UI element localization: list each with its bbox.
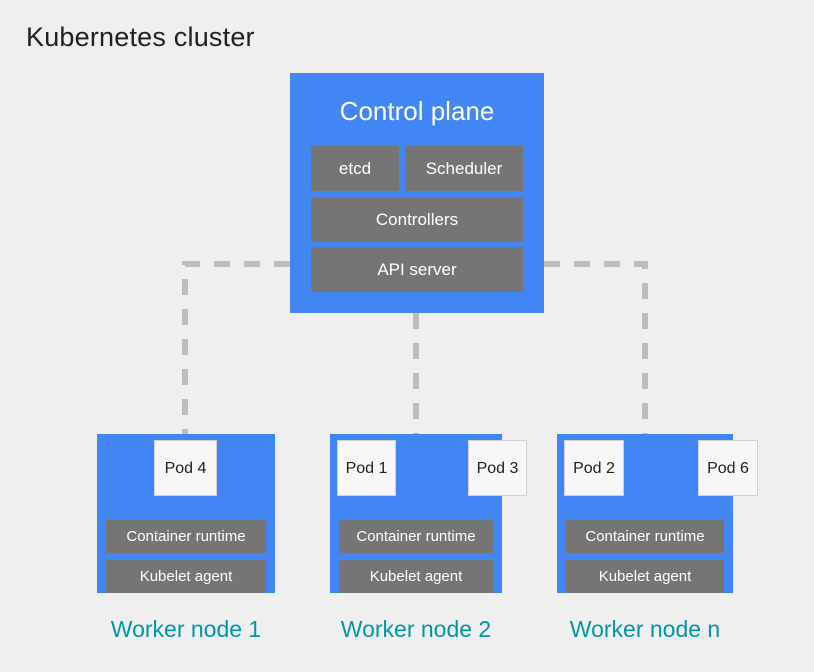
pod-box[interactable]: Pod 1 [337, 440, 396, 496]
control-plane-component-scheduler[interactable]: Scheduler [405, 146, 523, 191]
control-plane-component-etcd[interactable]: etcd [311, 146, 399, 191]
page-title: Kubernetes cluster [26, 22, 255, 52]
worker-node-1-label: Worker node 1 [110, 616, 262, 642]
control-plane-title: Control plane [339, 96, 495, 126]
control-plane-row-api-server: API server [311, 247, 523, 292]
control-plane-box[interactable]: Control plane etcd Scheduler Controllers… [290, 73, 544, 313]
worker-node-n-container-runtime[interactable]: Container runtime [566, 520, 724, 553]
worker-node-2-kubelet-agent[interactable]: Kubelet agent [339, 560, 493, 593]
pod-box[interactable]: Pod 4 [154, 440, 217, 496]
connector-api-to-node-1 [182, 261, 290, 434]
worker-node-1-box[interactable]: Pod 4 Container runtime Kubelet agent [97, 434, 275, 593]
worker-node-2-container-runtime[interactable]: Container runtime [339, 520, 493, 553]
control-plane-component-api-server[interactable]: API server [311, 247, 523, 292]
control-plane-component-controllers[interactable]: Controllers [311, 197, 523, 242]
worker-node-n-kubelet-agent[interactable]: Kubelet agent [566, 560, 724, 593]
worker-node-2-label: Worker node 2 [340, 616, 492, 642]
worker-node-2-pods: Pod 1 Pod 3 [337, 440, 527, 496]
worker-node-2-box[interactable]: Pod 1 Pod 3 Container runtime Kubelet ag… [330, 434, 527, 593]
connector-api-to-node-n [544, 261, 648, 434]
pod-box[interactable]: Pod 3 [468, 440, 527, 496]
worker-node-1-pods: Pod 4 [154, 440, 217, 496]
control-plane-row-controllers: Controllers [311, 197, 523, 242]
worker-node-1-kubelet-agent[interactable]: Kubelet agent [106, 560, 266, 593]
worker-node-n-label: Worker node n [569, 616, 721, 642]
worker-node-1-container-runtime[interactable]: Container runtime [106, 520, 266, 553]
worker-node-n-pods: Pod 2 Pod 6 [564, 440, 758, 496]
control-plane-row-top: etcd Scheduler [311, 146, 523, 191]
worker-node-n-box[interactable]: Pod 2 Pod 6 Container runtime Kubelet ag… [557, 434, 758, 593]
pod-box[interactable]: Pod 2 [564, 440, 624, 496]
pod-box[interactable]: Pod 6 [698, 440, 758, 496]
